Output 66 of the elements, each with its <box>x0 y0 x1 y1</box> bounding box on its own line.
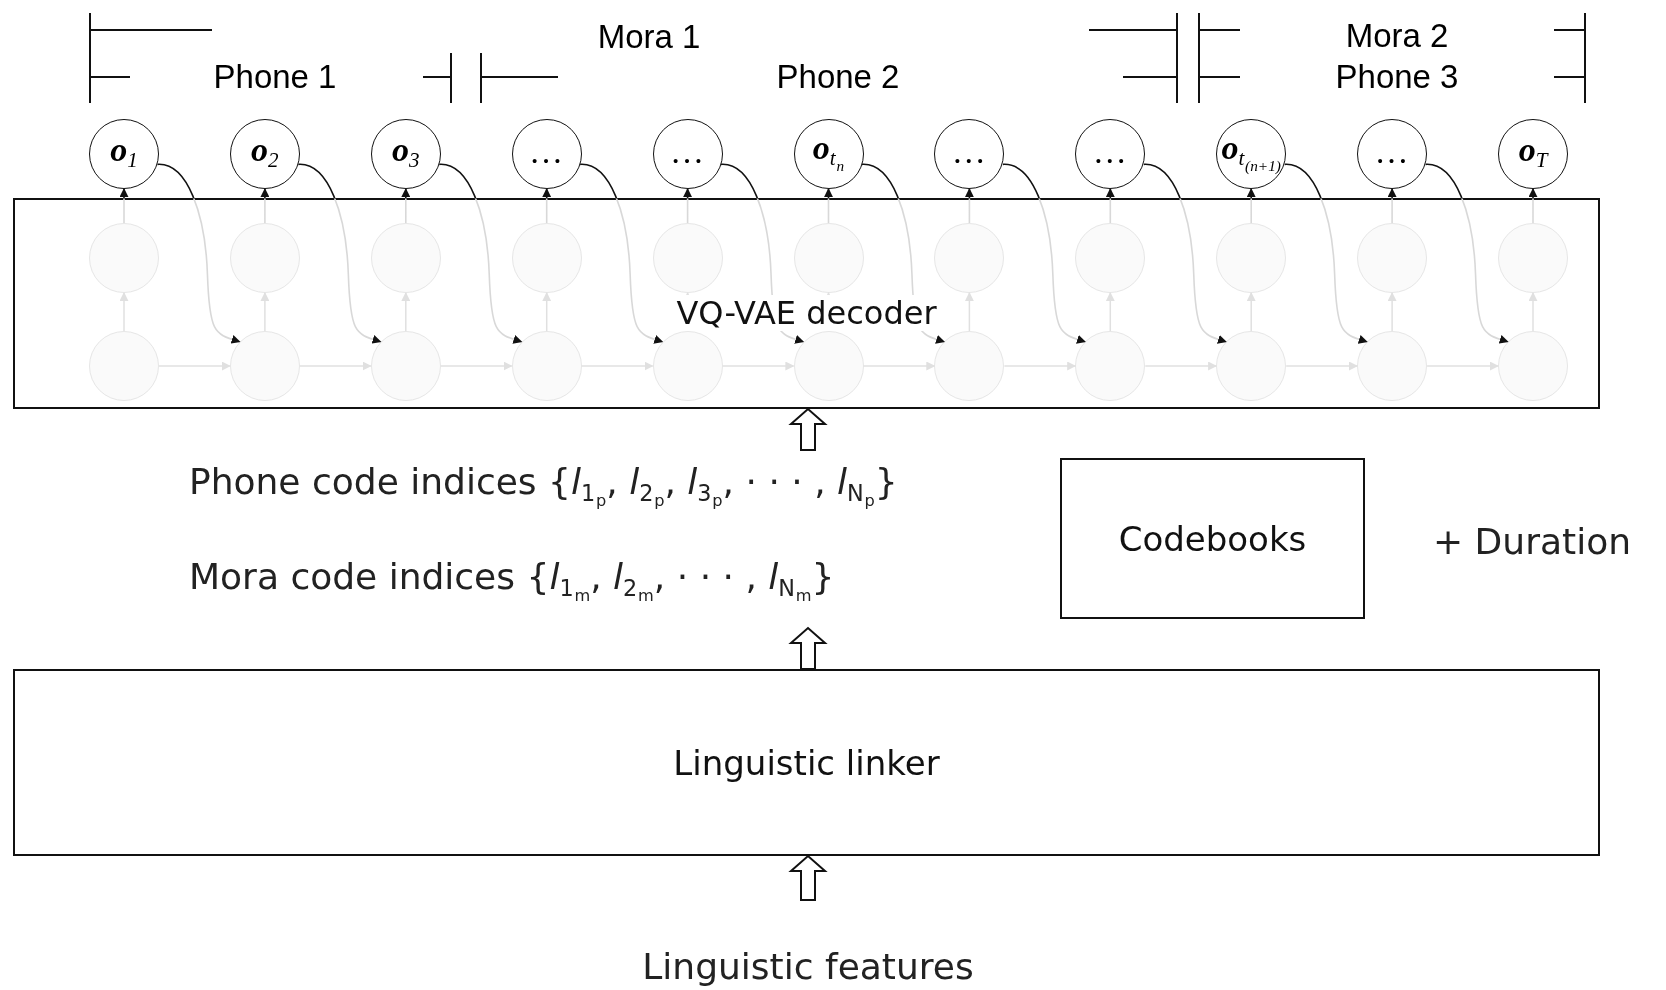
arrow <box>260 188 270 224</box>
segment-label: Phone 3 <box>1335 58 1459 96</box>
arrow <box>1002 163 1086 344</box>
arrow <box>1003 361 1077 371</box>
arrow <box>1285 361 1358 371</box>
output-symbol: o$_{T}$ <box>1518 132 1548 175</box>
arrow <box>683 188 693 224</box>
arrow <box>542 188 552 224</box>
output-symbol: o$_{3}$ <box>392 132 420 175</box>
arrow <box>438 163 523 344</box>
output-symbol: … <box>672 135 703 172</box>
arrow <box>720 163 805 344</box>
arrow <box>1246 188 1256 224</box>
output-symbol: … <box>1376 135 1408 172</box>
arrow <box>119 292 129 332</box>
block-arrow <box>788 626 828 670</box>
arrow <box>1144 361 1218 371</box>
block-arrow <box>788 854 828 901</box>
arrow <box>260 292 270 332</box>
arrow <box>1387 188 1397 224</box>
module-box <box>1060 458 1365 619</box>
input-label: Linguistic features <box>642 945 974 989</box>
arrow <box>297 163 382 344</box>
output-symbol: … <box>954 135 985 172</box>
output-symbol: … <box>1095 135 1126 172</box>
box-title: Linguistic linker <box>673 742 940 783</box>
box-title: Codebooks <box>1118 518 1307 559</box>
segment-label: Phone 2 <box>776 58 900 96</box>
arrow <box>1283 163 1368 344</box>
arrow <box>299 361 372 371</box>
output-symbol: o$_{1}$ <box>110 132 138 175</box>
arrow <box>158 361 231 371</box>
arrow <box>119 188 129 224</box>
arrow <box>964 188 974 224</box>
output-symbol: … <box>531 135 562 172</box>
arrow <box>721 361 795 371</box>
block-arrow <box>788 407 828 451</box>
decoder-box <box>13 198 1600 409</box>
arrow <box>1105 188 1115 224</box>
arrow <box>964 292 974 332</box>
index-sequence-text: Mora code indices {l$_{1}$$_{m}$, l$_{2}$$_{m}$, · · · , l$_{N}$$_{m}$} <box>189 555 835 608</box>
index-sequence-text: Phone code indices {l$_{1}$$_{p}$, l$_{2}$$_{p}$, l$_{3}$$_{p}$, · · · , l$_{N}$$_{p}$} <box>189 459 898 512</box>
arrow <box>1426 361 1499 371</box>
arrow <box>156 163 241 344</box>
arrow <box>861 163 946 344</box>
arrow <box>401 292 411 332</box>
arrow <box>1528 188 1538 224</box>
output-symbol: o$_{2}$ <box>251 132 279 175</box>
arrow <box>1528 292 1538 332</box>
arrow <box>542 292 552 332</box>
segment-label: Phone 1 <box>213 58 337 96</box>
segment-label: Mora 1 <box>597 18 701 56</box>
arrow <box>580 361 654 371</box>
arrow <box>1142 163 1227 344</box>
arrow <box>1424 163 1509 344</box>
arrow <box>1105 292 1115 332</box>
arrow <box>862 361 936 371</box>
arrow <box>1387 292 1397 332</box>
arrow <box>824 188 833 224</box>
arrow <box>401 188 411 224</box>
annotation-text: + Duration <box>1433 522 1631 562</box>
arrow <box>579 163 664 344</box>
arrow <box>1246 292 1256 332</box>
arrow <box>440 361 513 371</box>
module-box <box>13 669 1600 856</box>
segment-label: Mora 2 <box>1345 17 1449 55</box>
